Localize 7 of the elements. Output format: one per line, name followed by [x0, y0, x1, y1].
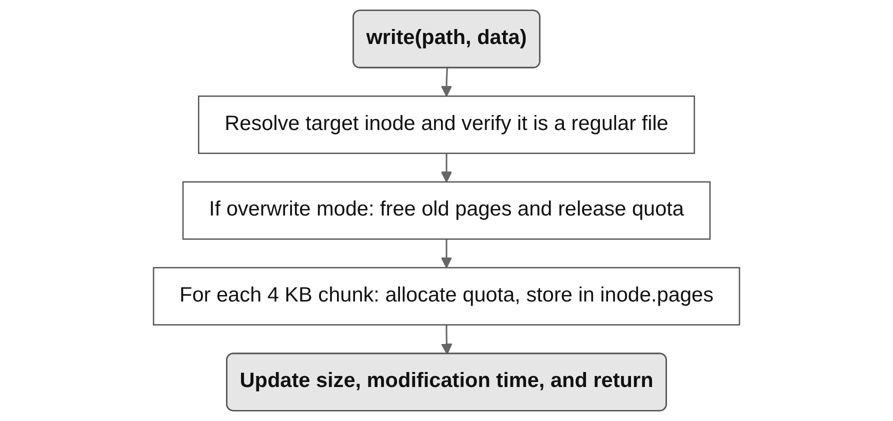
arrow — [440, 153, 452, 182]
arrow — [440, 324, 452, 355]
arrow — [440, 68, 452, 97]
node-box: Resolve target inode and verify it is a regular file — [198, 96, 696, 154]
node-box: For each 4 KB chunk: allocate quota, store in inode.pages — [152, 267, 740, 326]
node-box: If overwrite mode: free old pages and release quota — [182, 181, 711, 240]
arrow — [440, 239, 452, 268]
